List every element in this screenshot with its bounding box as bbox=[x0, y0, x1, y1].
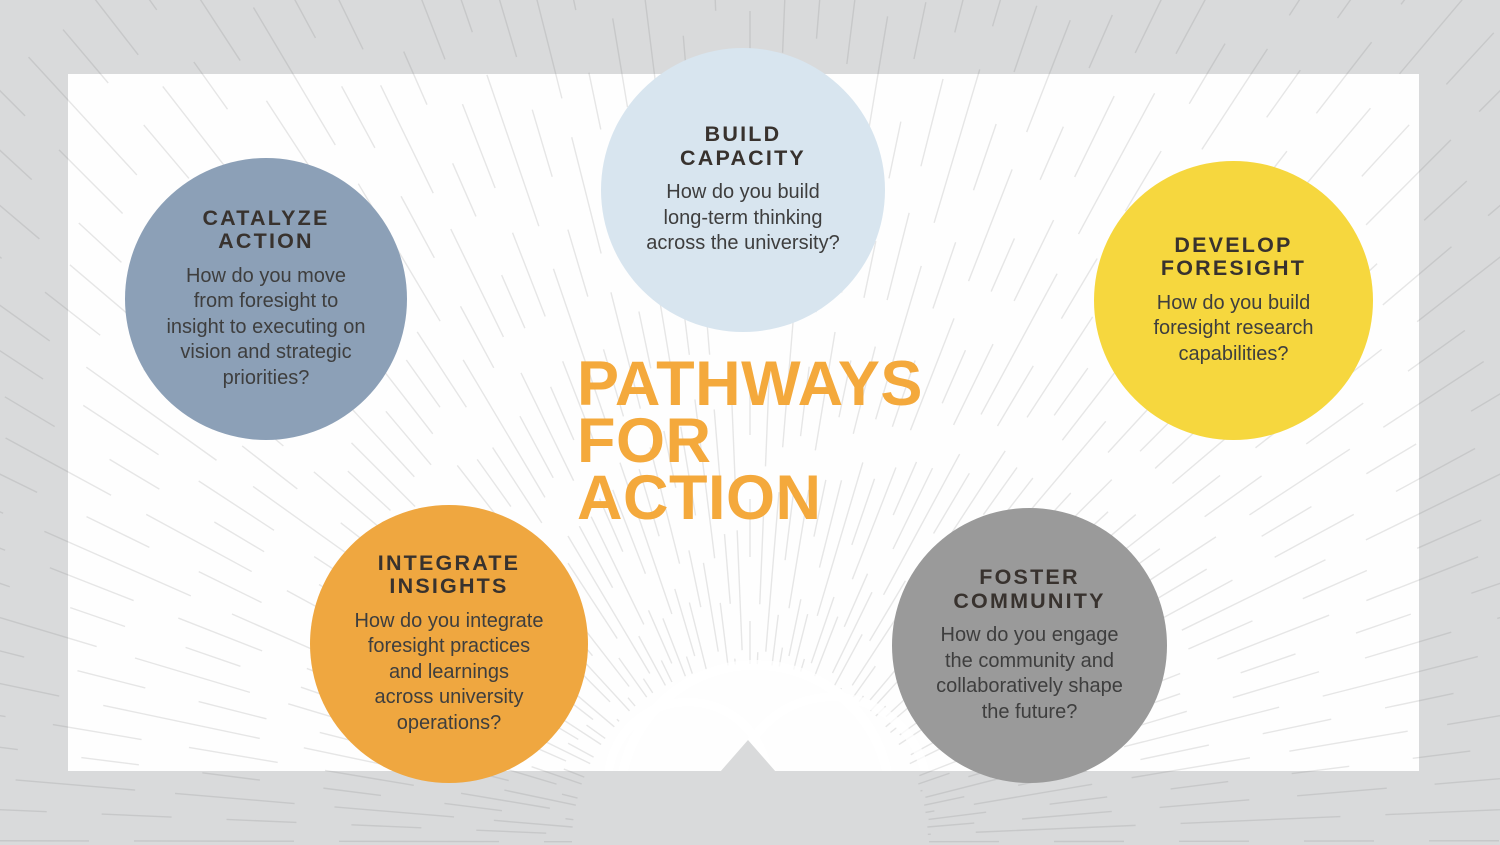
circle-integrate-insights: INTEGRATE INSIGHTS How do you integrate … bbox=[310, 505, 588, 783]
faint-watermark-curves bbox=[604, 660, 930, 771]
circle-catalyze-action: CATALYZE ACTION How do you move from for… bbox=[125, 158, 407, 440]
page-title: PATHWAYS FOR ACTION bbox=[577, 349, 923, 533]
circle-heading-integrate-insights: INTEGRATE INSIGHTS bbox=[377, 550, 521, 599]
circle-heading-catalyze-action: CATALYZE ACTION bbox=[202, 205, 330, 254]
circle-description-develop-foresight: How do you build foresight research capa… bbox=[1153, 291, 1314, 365]
circle-foster-community: FOSTER COMMUNITY How do you engage the c… bbox=[892, 508, 1167, 783]
circle-heading-foster-community: FOSTER COMMUNITY bbox=[953, 565, 1106, 613]
circle-develop-foresight: DEVELOP FORESIGHT How do you build fores… bbox=[1094, 161, 1373, 440]
circle-heading-develop-foresight: DEVELOP FORESIGHT bbox=[1160, 232, 1307, 281]
triangle-notch bbox=[720, 740, 776, 772]
circle-build-capacity: BUILD CAPACITY How do you build long-ter… bbox=[601, 48, 885, 332]
circle-description-build-capacity: How do you build long-term thinking acro… bbox=[646, 181, 840, 255]
circle-description-foster-community: How do you engage the community and coll… bbox=[936, 624, 1123, 723]
circle-heading-build-capacity: BUILD CAPACITY bbox=[680, 122, 806, 170]
circle-description-catalyze-action: How do you move from foresight to insigh… bbox=[166, 264, 366, 389]
circle-description-integrate-insights: How do you integrate foresight practices… bbox=[354, 609, 544, 734]
